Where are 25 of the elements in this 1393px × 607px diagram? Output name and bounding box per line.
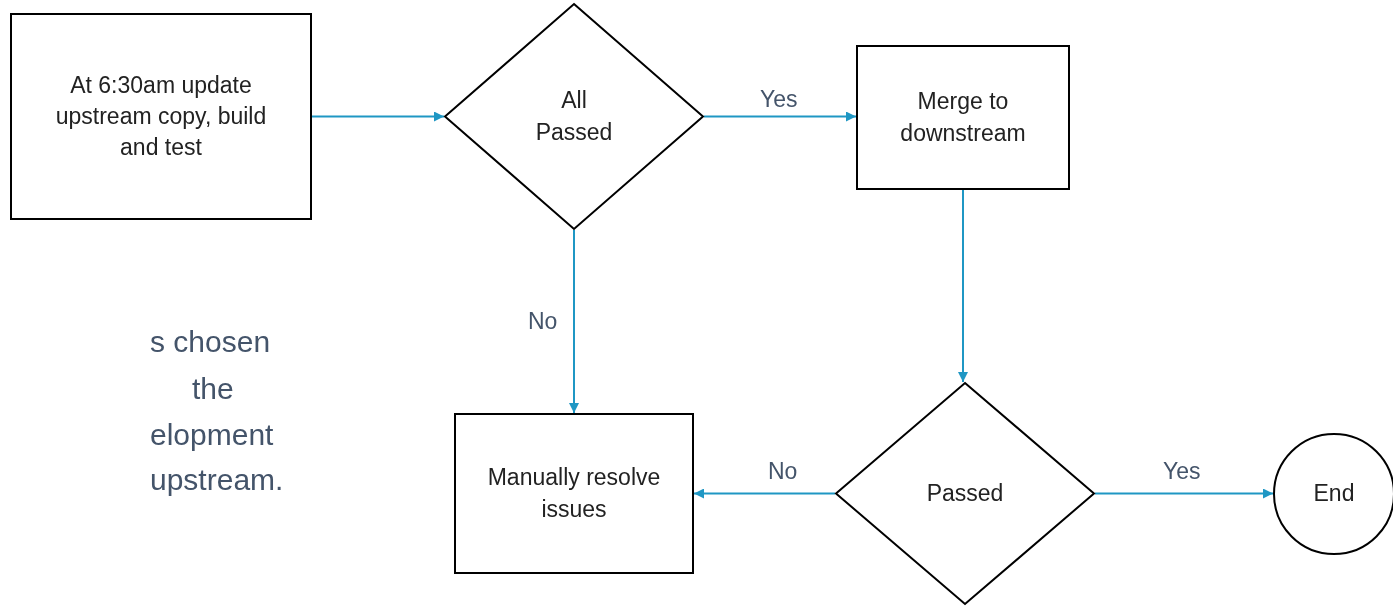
- node-text: All Passed: [534, 86, 614, 147]
- text-fragment: the: [192, 372, 234, 406]
- decision-diamond: [444, 3, 704, 230]
- arrow: [958, 189, 968, 383]
- edge-label: Yes: [760, 86, 798, 113]
- arrow: [311, 111, 445, 122]
- node-text: Merge to downstream: [899, 87, 1027, 148]
- edge-label: No: [768, 458, 798, 485]
- node-text: End: [1312, 479, 1356, 509]
- arrow: [703, 111, 857, 122]
- text-fragment: s chosen: [150, 325, 271, 359]
- node-text: At 6:30am update upstream copy, build and test: [54, 70, 268, 162]
- node-text: Passed: [925, 478, 1005, 508]
- edge-label: Yes: [1163, 458, 1201, 485]
- arrow: [569, 229, 579, 414]
- text-fragment: upstream.: [150, 463, 284, 497]
- process-box: [10, 13, 312, 220]
- process-box: [856, 45, 1070, 190]
- process-box: [454, 413, 694, 574]
- text-fragment: elopment: [150, 418, 274, 452]
- edge-label: No: [528, 308, 558, 335]
- arrow: [693, 488, 836, 499]
- arrow: [1094, 488, 1274, 499]
- decision-diamond: [835, 382, 1095, 605]
- node-text: Manually resolve issues: [486, 463, 662, 524]
